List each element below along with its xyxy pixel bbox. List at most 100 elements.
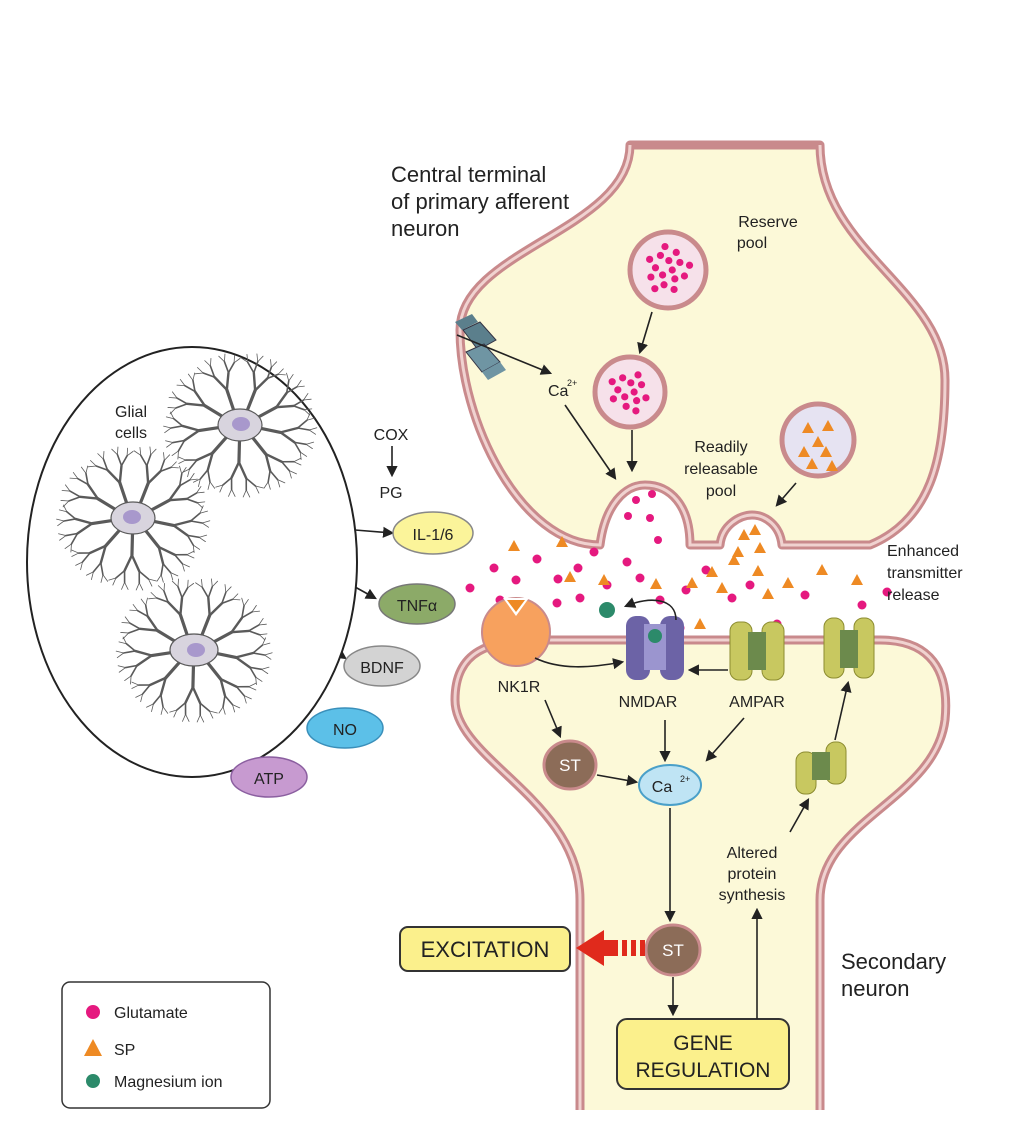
- central-terminal-label-2: of primary afferent: [391, 189, 569, 214]
- glutamate-dot: [676, 258, 684, 267]
- nk1r-label: NK1R: [498, 679, 541, 696]
- pathway-arrows: [238, 311, 852, 1019]
- ampar-label: AMPAR: [729, 694, 785, 711]
- sp-triangle: [782, 577, 794, 588]
- mid-vesicle: [592, 354, 668, 430]
- glutamate-dot: [648, 490, 656, 498]
- ampar-receptor-2[interactable]: [823, 617, 875, 679]
- sp-triangle: [732, 546, 744, 557]
- synaptic-cleft-transmitters: [465, 490, 892, 633]
- bdnf-mediator-label: BDNF: [360, 660, 404, 677]
- sp-triangle: [738, 529, 750, 540]
- sp-vesicle: [779, 401, 857, 479]
- il-mediator-label: IL-1/6: [413, 527, 454, 544]
- no-mediator-label: NO: [333, 722, 357, 739]
- glutamate-dot: [627, 379, 635, 387]
- sp-triangle: [798, 446, 810, 457]
- glial-cells-region: [26, 346, 358, 778]
- glutamate-dot: [671, 275, 679, 283]
- st-node-1: [542, 739, 598, 791]
- sp-triangle: [812, 436, 824, 447]
- glutamate-dot: [651, 264, 660, 272]
- sp-triangle: [706, 566, 718, 577]
- altered-label-3: synthesis: [719, 887, 786, 904]
- readily-label-1: Readily: [694, 439, 747, 456]
- glutamate-dot: [680, 272, 689, 280]
- calcium-top-sup: 2+: [567, 378, 577, 388]
- reserve-label-2: pool: [737, 235, 767, 252]
- calcium-channel: [455, 314, 506, 380]
- sp-triangle: [802, 422, 814, 433]
- legend-magnesium-label: Magnesium ion: [114, 1074, 223, 1091]
- glutamate-dot: [632, 407, 640, 415]
- glutamate-dot: [634, 371, 642, 379]
- enhanced-label-2: transmitter: [887, 565, 963, 582]
- glutamate-dot: [672, 248, 680, 256]
- glutamate-dot: [701, 565, 711, 575]
- sp-triangle: [806, 458, 818, 469]
- glutamate-dot: [745, 580, 755, 590]
- glutamate-dot: [727, 593, 737, 603]
- readily-label-2: releasable: [684, 461, 758, 478]
- glutamate-dot: [635, 573, 645, 583]
- glutamate-dot: [654, 536, 662, 544]
- glutamate-dot: [589, 547, 599, 557]
- red-excitation-arrow: [576, 930, 645, 966]
- sp-triangle: [762, 588, 774, 599]
- glutamate-dot: [637, 381, 646, 389]
- secondary-neuron-label-1: Secondary: [841, 949, 946, 974]
- calcium-node-label: Ca: [652, 779, 673, 796]
- atp-mediator: [230, 756, 308, 798]
- glutamate-dot: [633, 397, 641, 405]
- glutamate-dot: [882, 587, 892, 597]
- sp-triangle: [650, 578, 662, 589]
- glutamate-dot: [573, 563, 583, 573]
- altered-label-2: protein: [728, 866, 777, 883]
- glutamate-dot: [646, 514, 654, 522]
- glutamate-dot: [632, 496, 640, 504]
- glutamate-dot: [553, 574, 563, 584]
- sp-triangle: [851, 574, 863, 585]
- st-node-2-label: ST: [662, 941, 684, 960]
- tnf-mediator: [378, 583, 456, 625]
- glutamate-dot: [489, 563, 499, 573]
- enhanced-label-1: Enhanced: [887, 543, 959, 560]
- legend-glutamate-marker: [86, 1005, 100, 1019]
- enhanced-label-3: release: [887, 587, 940, 604]
- magnesium-ion: [599, 602, 615, 618]
- ampar-receptor[interactable]: [729, 621, 785, 681]
- legend-box: [61, 981, 271, 1109]
- nmdar-receptor[interactable]: [626, 616, 684, 680]
- sp-triangle: [508, 540, 520, 551]
- sp-triangle: [822, 420, 834, 431]
- legend-sp-marker: [84, 1039, 102, 1056]
- calcium-node-sup: 2+: [680, 774, 690, 784]
- sp-triangle: [752, 565, 764, 576]
- glutamate-dot: [661, 242, 669, 251]
- ampar-inserting: [795, 741, 847, 795]
- glial-cell-drawings: [56, 353, 318, 723]
- calcium-top-label: Ca: [548, 383, 569, 400]
- central-terminal-label-1: Central terminal: [391, 162, 546, 187]
- sp-triangle: [820, 446, 832, 457]
- st-node-2: [644, 923, 702, 977]
- sp-triangle: [598, 574, 610, 585]
- glutamate-dot: [656, 251, 665, 260]
- nk1r-receptor[interactable]: [481, 597, 551, 667]
- glutamate-dot: [622, 557, 632, 567]
- sp-triangle: [754, 542, 766, 553]
- glial-label-1: Glial: [115, 404, 147, 421]
- gene-regulation-box: [616, 1018, 790, 1090]
- legend-glutamate-label: Glutamate: [114, 1005, 188, 1022]
- sp-triangle: [556, 536, 568, 547]
- glutamate-dot: [465, 583, 475, 593]
- svg-text:Ca: Ca: [652, 779, 673, 796]
- glutamate-dot: [660, 281, 668, 289]
- gene-label-2: REGULATION: [636, 1059, 771, 1082]
- glutamate-dot: [642, 394, 650, 402]
- sp-triangle: [728, 554, 740, 565]
- pg-label: PG: [379, 485, 402, 502]
- secondary-neuron-label-2: neuron: [841, 976, 910, 1001]
- tnf-mediator-label: TNFα: [397, 598, 437, 615]
- glutamate-dot: [630, 388, 638, 396]
